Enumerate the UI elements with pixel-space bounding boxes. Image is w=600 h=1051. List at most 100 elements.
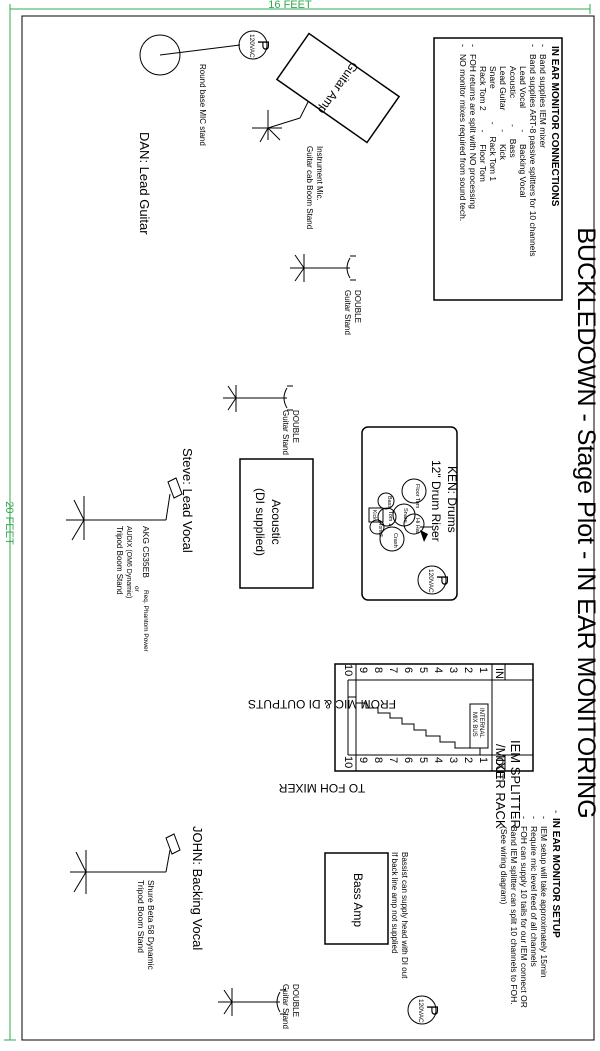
to-foh-label: TO FOH MIXER	[278, 781, 365, 795]
output-channel-numbers: 1 2 3 4 5 6 7 8 9 10	[342, 756, 489, 768]
connections-line: Rack Tom 2 - Floor Tom	[478, 66, 488, 182]
acoustic-label: Acoustic	[269, 499, 283, 544]
splitter-out-label: OUT	[493, 757, 505, 781]
svg-text:Hi Hat: Hi Hat	[414, 518, 420, 534]
from-inputs-label: FROM MIC & DI OUTPUTS	[248, 697, 396, 711]
svg-text:120VAC: 120VAC	[427, 569, 434, 593]
john-mic-stand: Tripod Boom Stand	[136, 880, 146, 953]
svg-text:-: -	[528, 44, 538, 47]
channel-in-number: 3	[447, 667, 459, 673]
tom2-drum	[369, 519, 385, 535]
svg-text:Tom 1: Tom 1	[387, 511, 393, 526]
mix-bus-label: INTERNAL	[478, 708, 484, 738]
ken-name-label: KEN: Drums	[445, 466, 459, 533]
channel-in-number: 2	[462, 667, 474, 673]
connections-line: Acoustic - Bass	[508, 66, 518, 158]
crash-cymbal	[379, 526, 405, 552]
guitar-stand-label: DOUBLE	[291, 410, 300, 443]
connections-line: Band supplies IEM mixer	[538, 54, 548, 148]
channel-out-number: 4	[432, 757, 444, 763]
power-drop-icon: P 120VAC	[417, 565, 450, 595]
width-dimension-label: 16 FEET	[268, 0, 312, 11]
page-title: BUCKLEDOWN - Stage Plot - IN EAR MONITOR…	[572, 227, 600, 818]
connections-line: Band supplies ART-8 passive splitters fo…	[528, 54, 538, 257]
dimension-markers: 16 FEET 20 FEET	[3, 0, 591, 1041]
connections-line: Snare - Rack Tom 1	[488, 66, 498, 181]
round-stand-label: Round base MIC stand	[198, 64, 207, 146]
channel-out-number: 10	[342, 756, 354, 768]
power-drop-icon: P 120VAC	[407, 995, 440, 1025]
channel-out-number: 2	[462, 757, 474, 763]
svg-text:Floor Tom: Floor Tom	[414, 484, 420, 509]
channel-in-number: 7	[387, 667, 399, 673]
splitter-title: IEM SPLITTER	[508, 740, 523, 829]
svg-text:-: -	[468, 44, 478, 47]
steve-mic-or: or	[133, 586, 140, 593]
setup-line: IEM setup will take approximately 15min	[539, 826, 549, 978]
iem-splitter-rack: INTERNAL MIX BUS IEM SPLITTER /MIXER RAC…	[248, 663, 534, 829]
svg-text:Snare: Snare	[402, 508, 408, 523]
splitter-subtitle: /MIXER RACK	[493, 744, 508, 829]
channel-out-number: 3	[447, 757, 459, 763]
steve-area: DOUBLE Guitar Stand Acoustic (DI supplie…	[66, 385, 314, 653]
svg-text:120VAC: 120VAC	[417, 999, 424, 1023]
svg-text:-: -	[529, 816, 539, 819]
svg-text:P: P	[433, 575, 450, 586]
john-name-label: JOHN: Backing Vocal	[190, 826, 205, 950]
internal-mix-bus-box	[469, 703, 489, 749]
drum-kit: Floor Tom Bass Tom 1 Tom 2 Kick Snare Hi…	[368, 478, 432, 552]
channel-out-number: 6	[402, 757, 414, 763]
double-guitar-stand-icon	[218, 988, 286, 1016]
drum-riser-label: 12" Drum Riser	[429, 460, 443, 542]
svg-text:-: -	[539, 816, 549, 819]
svg-text:P: P	[254, 40, 271, 51]
instrument-mic-stand-label: Guitar cab Boom Stand	[305, 146, 314, 229]
stage-outline	[21, 15, 595, 1041]
svg-text:-: -	[550, 810, 561, 813]
mix-bus-signal-path	[348, 696, 481, 755]
channel-in-number: 6	[402, 667, 414, 673]
bass-drum-side	[377, 492, 395, 510]
john-area: JOHN: Backing Vocal Bass Amp Bassist can…	[70, 826, 440, 1029]
bass-di-note: Bassist can supply head with DI out	[400, 852, 409, 979]
svg-text:-: -	[509, 816, 519, 819]
instrument-mic-label: Instrument Mic.	[315, 146, 324, 201]
svg-text:Bass: Bass	[386, 496, 392, 508]
acoustic-di-label: (DI supplied)	[253, 488, 267, 556]
channel-in-number: 1	[477, 667, 489, 673]
svg-text:120VAC: 120VAC	[248, 34, 255, 58]
floor-tom-drum	[401, 478, 427, 504]
kick-drum	[368, 507, 384, 523]
tom1-drum	[377, 507, 397, 527]
channel-in-number: 5	[417, 667, 429, 673]
guitar-stand-label: DOUBLE	[353, 290, 362, 323]
guitar-amp: Guitar Amp	[275, 32, 401, 144]
channel-out-number: 7	[387, 757, 399, 763]
steve-mic-model: AKG C535EB	[141, 526, 151, 578]
channel-out-number: 8	[372, 757, 384, 763]
connections-line: FOH returns are split with NO processing	[468, 54, 478, 209]
tripod-boom-stand-icon	[66, 477, 183, 541]
length-dimension-label: 20 FEET	[3, 501, 15, 545]
input-channel-numbers: 1 2 3 4 5 6 7 8 9 10	[342, 664, 489, 676]
setup-heading: IN EAR MONITOR SETUP	[550, 818, 561, 938]
svg-text:P: P	[423, 1005, 440, 1016]
iem-connections-box: IN EAR MONITOR CONNECTIONS Band supplies…	[433, 37, 563, 301]
throne-icon	[420, 530, 428, 542]
steve-name-label: Steve: Lead Vocal	[180, 448, 195, 553]
steve-mic-alt: AUDIX (OM6 Dynamic)	[125, 526, 132, 598]
svg-text:-: -	[519, 816, 529, 819]
tripod-boom-stand-icon	[70, 833, 181, 894]
bass-amp	[324, 852, 389, 945]
hi-hat-cymbal	[403, 513, 425, 535]
svg-text:-: -	[538, 44, 548, 47]
bass-di-note: If back line amp not supplied	[390, 852, 399, 953]
channel-in-number: 10	[342, 664, 354, 676]
channel-in-number: 9	[357, 667, 369, 673]
guitar-stand-label: Guitar Stand	[343, 290, 352, 335]
setup-line: Require mic level feed of all channels	[529, 826, 539, 967]
channel-in-number: 4	[432, 667, 444, 673]
john-mic-model: Shure Beta 58 Dynamic	[146, 880, 156, 971]
